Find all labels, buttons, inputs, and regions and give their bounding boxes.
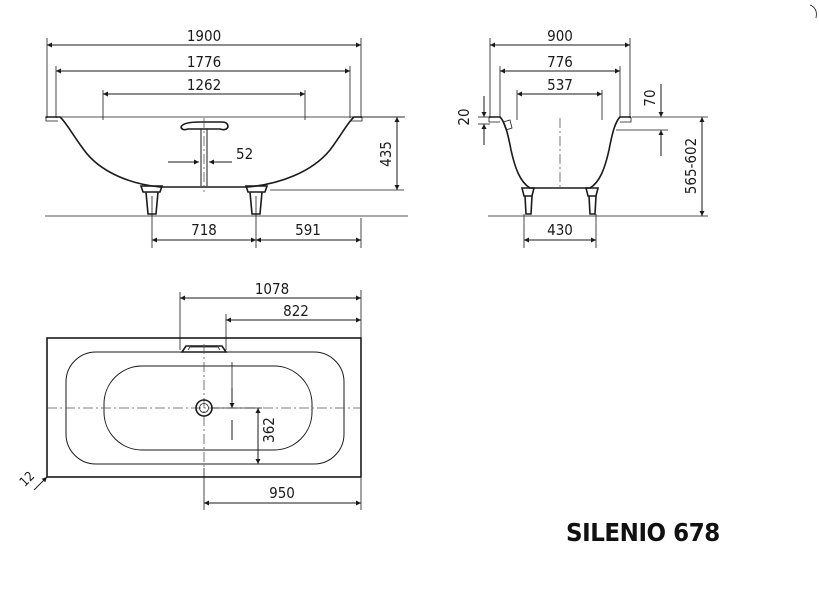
dim-rim-drop: 70 xyxy=(641,89,659,106)
model-title: SILENIO 678 xyxy=(566,518,720,547)
dim-height: 435 xyxy=(377,141,395,167)
dim-overall-width: 900 xyxy=(547,27,573,45)
dim-bottom-length: 1262 xyxy=(187,76,221,94)
grip-top-view xyxy=(180,345,228,353)
foot-right xyxy=(244,185,269,215)
backrest-grip xyxy=(180,121,229,131)
tub-bottom xyxy=(103,365,313,451)
overflow-fitting xyxy=(502,119,513,131)
end-view: 900 776 537 20 70 565-602 xyxy=(455,27,708,248)
dim-foot-spacing: 718 xyxy=(191,221,217,239)
dim-inner-rim-width: 776 xyxy=(547,53,573,71)
dim-overflow-position: 1078 xyxy=(255,280,289,298)
foot-left xyxy=(139,185,164,215)
tub-end-profile xyxy=(489,116,631,189)
dim-installed-height: 565-602 xyxy=(682,138,700,194)
dim-foot-to-end: 591 xyxy=(295,221,321,239)
dim-drain-to-edge: 362 xyxy=(260,417,278,443)
dim-drain-to-end: 950 xyxy=(269,484,295,502)
dim-drain-offset: 52 xyxy=(236,145,253,163)
side-view: 1900 1776 1262 52 xyxy=(45,27,408,248)
corner-mark xyxy=(809,4,817,19)
dim-rim-thickness: 20 xyxy=(455,108,473,125)
dim-bottom-width: 537 xyxy=(547,76,573,94)
dim-foot-width: 430 xyxy=(547,221,573,239)
plan-view: 1078 822 362 950 12 xyxy=(17,280,362,510)
dim-rim-radius: 12 xyxy=(17,469,38,490)
dim-overflow-offset: 822 xyxy=(283,302,309,320)
dim-inner-rim-length: 1776 xyxy=(187,53,221,71)
dim-overall-length: 1900 xyxy=(187,27,221,45)
